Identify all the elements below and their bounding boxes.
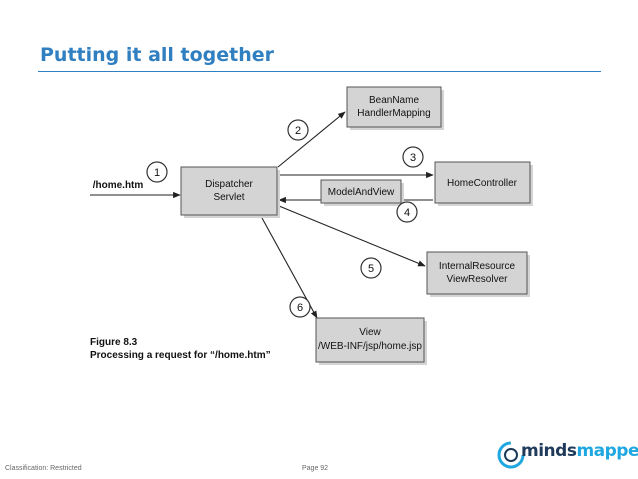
arrow-to-view-resolver (278, 205, 426, 267)
step-3-number: 3 (410, 152, 416, 164)
dispatcher-label-2: Servlet (213, 192, 244, 203)
dispatcher-label-1: Dispatcher (205, 179, 253, 190)
figure-number: Figure 8.3 (90, 337, 138, 348)
view-box: View /WEB-INF/jsp/home.jsp (315, 317, 427, 365)
title-underline (38, 71, 601, 72)
home-controller-box: HomeController (434, 161, 533, 206)
model-and-view-label: ModelAndView (328, 187, 395, 198)
step-3-marker: 3 (402, 146, 424, 168)
view-resolver-label-2: ViewResolver (447, 274, 509, 285)
arrow-to-handler-mapping (277, 111, 346, 168)
view-resolver-box: InternalResource ViewResolver (426, 251, 530, 297)
step-5-number: 5 (368, 263, 374, 275)
handler-mapping-box: BeanName HandlerMapping (346, 86, 444, 130)
footer-classification: Classification: Restricted (5, 465, 82, 472)
logo-wordmark: mindsmapped (521, 441, 638, 461)
figure-caption: Processing a request for “/home.htm” (90, 350, 271, 361)
dispatcher-servlet-box: Dispatcher Servlet (180, 166, 280, 218)
step-4-marker: 4 (396, 201, 418, 223)
step-2-marker: 2 (287, 119, 309, 141)
step-6-marker: 6 (289, 296, 311, 318)
home-controller-label: HomeController (447, 178, 518, 189)
page-title: Putting it all together (40, 44, 275, 66)
step-5-marker: 5 (360, 257, 382, 279)
step-1-marker: 1 (146, 161, 168, 183)
brain-circle-icon (497, 441, 525, 469)
request-url-label: /home.htm (93, 180, 144, 191)
view-label-1: View (359, 327, 381, 338)
step-1-number: 1 (154, 167, 160, 179)
footer-page-number: Page 92 (302, 465, 329, 472)
step-6-number: 6 (297, 302, 303, 314)
handler-mapping-label-1: BeanName (369, 95, 419, 106)
model-and-view-box: ModelAndView (320, 179, 404, 206)
view-label-2: /WEB-INF/jsp/home.jsp (318, 341, 422, 352)
mindsmapped-logo: mindsmapped (496, 437, 638, 473)
view-resolver-label-1: InternalResource (439, 261, 516, 272)
step-4-number: 4 (404, 207, 410, 219)
logo-word-minds: minds (521, 441, 577, 461)
step-2-number: 2 (295, 125, 301, 137)
handler-mapping-label-2: HandlerMapping (357, 108, 430, 119)
logo-word-mapped: mapped (576, 441, 638, 461)
